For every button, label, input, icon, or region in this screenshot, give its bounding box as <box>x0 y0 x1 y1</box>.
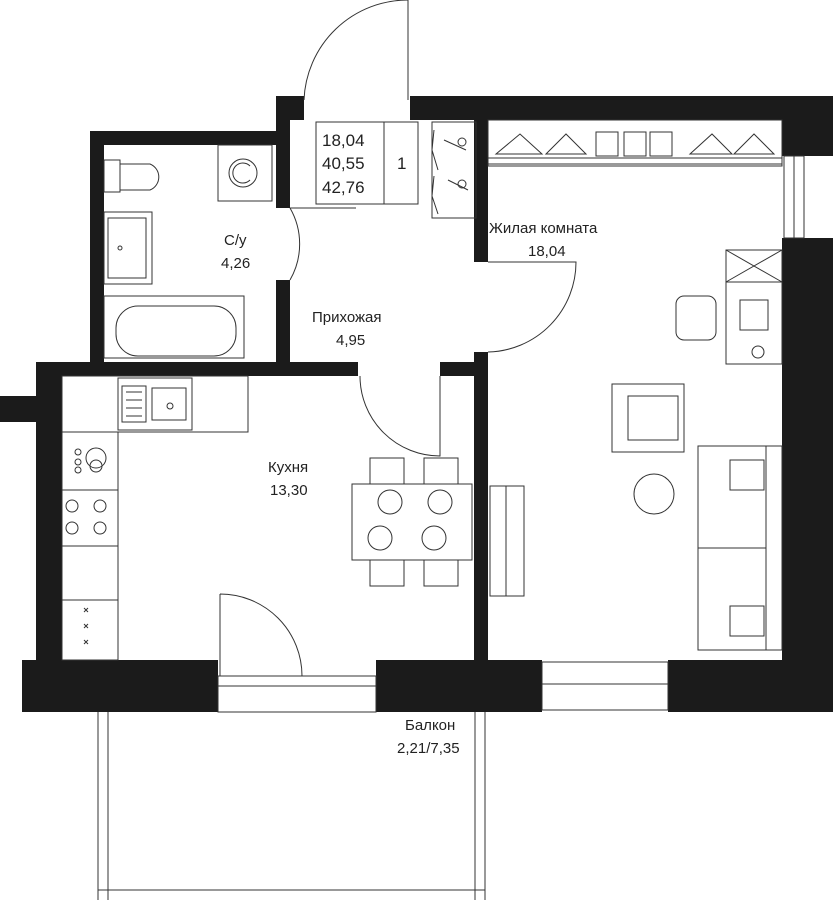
total-area-value: 40,55 <box>322 154 365 173</box>
living-room-name: Жилая комната <box>489 220 598 237</box>
hallway-area: 4,95 <box>336 332 365 349</box>
total-area-balcony-value: 42,76 <box>322 178 365 197</box>
windows <box>217 155 805 713</box>
area-summary-box: 18,04 40,55 42,76 1 <box>315 121 419 205</box>
kitchen-name: Кухня <box>268 459 308 476</box>
bathroom-door <box>289 207 356 281</box>
bathroom-area: 4,26 <box>221 255 250 272</box>
entrance-door <box>303 0 409 101</box>
kitchen-area: 13,30 <box>270 482 308 499</box>
living-room-area: 18,04 <box>528 243 566 260</box>
hallway-name: Прихожая <box>312 309 382 326</box>
walls <box>0 96 833 712</box>
wardrobe <box>431 121 477 219</box>
bathroom-name: С/у <box>224 232 247 249</box>
balcony-name: Балкон <box>405 717 455 734</box>
living-door <box>487 261 577 353</box>
balcony-door <box>219 593 303 677</box>
balcony-area: 2,21/7,35 <box>397 740 460 757</box>
living-fixtures <box>487 119 783 651</box>
room-labels: Жилая комната 18,04 С/у 4,26 Прихожая 4,… <box>221 220 598 757</box>
kitchen-door <box>359 375 441 457</box>
kitchen-fixtures <box>61 375 473 661</box>
balcony <box>97 712 486 900</box>
bathroom-fixtures <box>103 144 273 359</box>
living-area-value: 18,04 <box>322 131 365 150</box>
rooms-count: 1 <box>397 154 406 173</box>
